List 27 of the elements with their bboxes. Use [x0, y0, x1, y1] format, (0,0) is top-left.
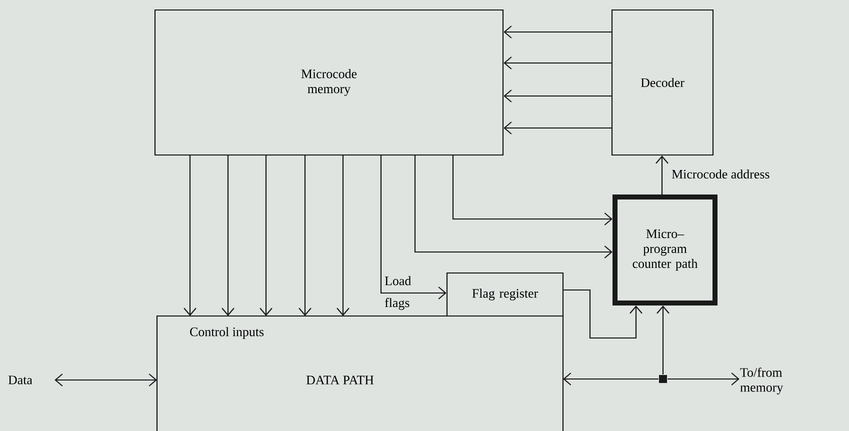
arrow: [452, 156, 612, 226]
process-box: Microcode memory: [154, 9, 504, 156]
arrow: [380, 156, 446, 300]
arrow: [564, 289, 642, 339]
arrow: [656, 306, 670, 374]
arrow: [336, 156, 350, 316]
edge-label: Load flags: [384, 276, 411, 310]
arrow: [668, 372, 740, 386]
arrow: [298, 156, 312, 316]
counter-box: Micro– program counter path: [612, 194, 718, 306]
arrow: [504, 90, 612, 102]
process-box: Decoder: [611, 9, 714, 156]
terminal-label: Data: [8, 376, 32, 384]
process-box: Flag register: [446, 272, 564, 317]
arrow: [504, 56, 612, 70]
arrow: [260, 156, 272, 316]
arrow: [54, 374, 157, 386]
arrow: [222, 156, 234, 316]
arrow: [504, 26, 612, 38]
arrow: [563, 372, 658, 386]
arrow: [414, 156, 612, 258]
data-path-box: Control inputs DATA PATH: [156, 315, 564, 431]
terminal-label: To/from memory: [740, 368, 784, 394]
arrow: [184, 156, 196, 316]
arrow: [656, 156, 668, 194]
arrow: [504, 122, 612, 134]
edge-label: Microcode address: [672, 169, 770, 179]
